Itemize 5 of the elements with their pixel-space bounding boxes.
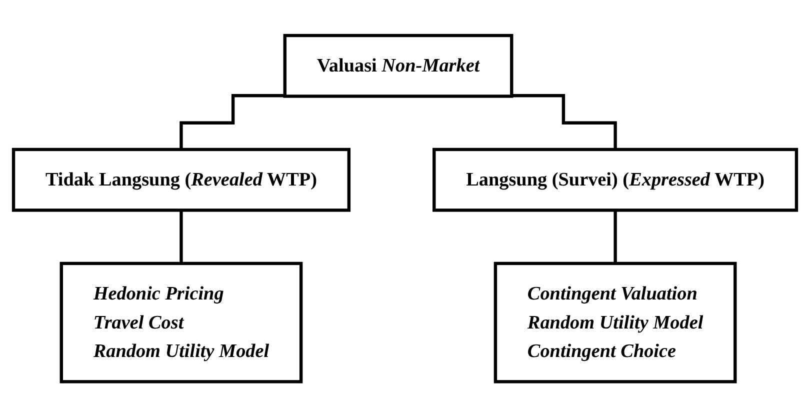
node-box bbox=[60, 262, 303, 384]
node-box bbox=[12, 148, 351, 212]
node-box bbox=[432, 148, 798, 212]
node-box bbox=[494, 262, 737, 384]
node-box bbox=[283, 34, 514, 98]
